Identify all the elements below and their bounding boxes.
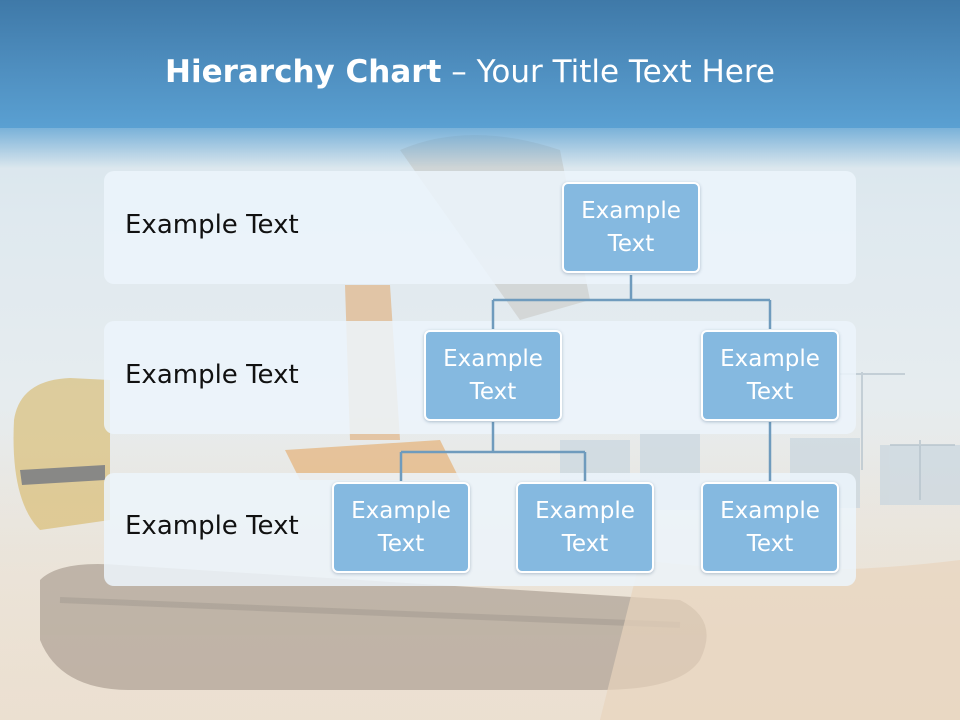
row-label-2: Example Text (125, 360, 299, 390)
node-level2-left[interactable]: Example Text (424, 330, 562, 421)
node-level3-c[interactable]: Example Text (701, 482, 839, 573)
node-level2-right[interactable]: Example Text (701, 330, 839, 421)
title-bold: Hierarchy Chart (165, 54, 442, 90)
title-band (0, 0, 960, 168)
title-rest: – Your Title Text Here (441, 54, 775, 90)
node-root[interactable]: Example Text (562, 182, 700, 273)
slide-title: Hierarchy Chart – Your Title Text Here (0, 54, 940, 90)
node-level3-b[interactable]: Example Text (516, 482, 654, 573)
row-label-3: Example Text (125, 511, 299, 541)
row-label-1: Example Text (125, 210, 299, 240)
node-level3-a[interactable]: Example Text (332, 482, 470, 573)
row-band-1 (104, 171, 856, 284)
